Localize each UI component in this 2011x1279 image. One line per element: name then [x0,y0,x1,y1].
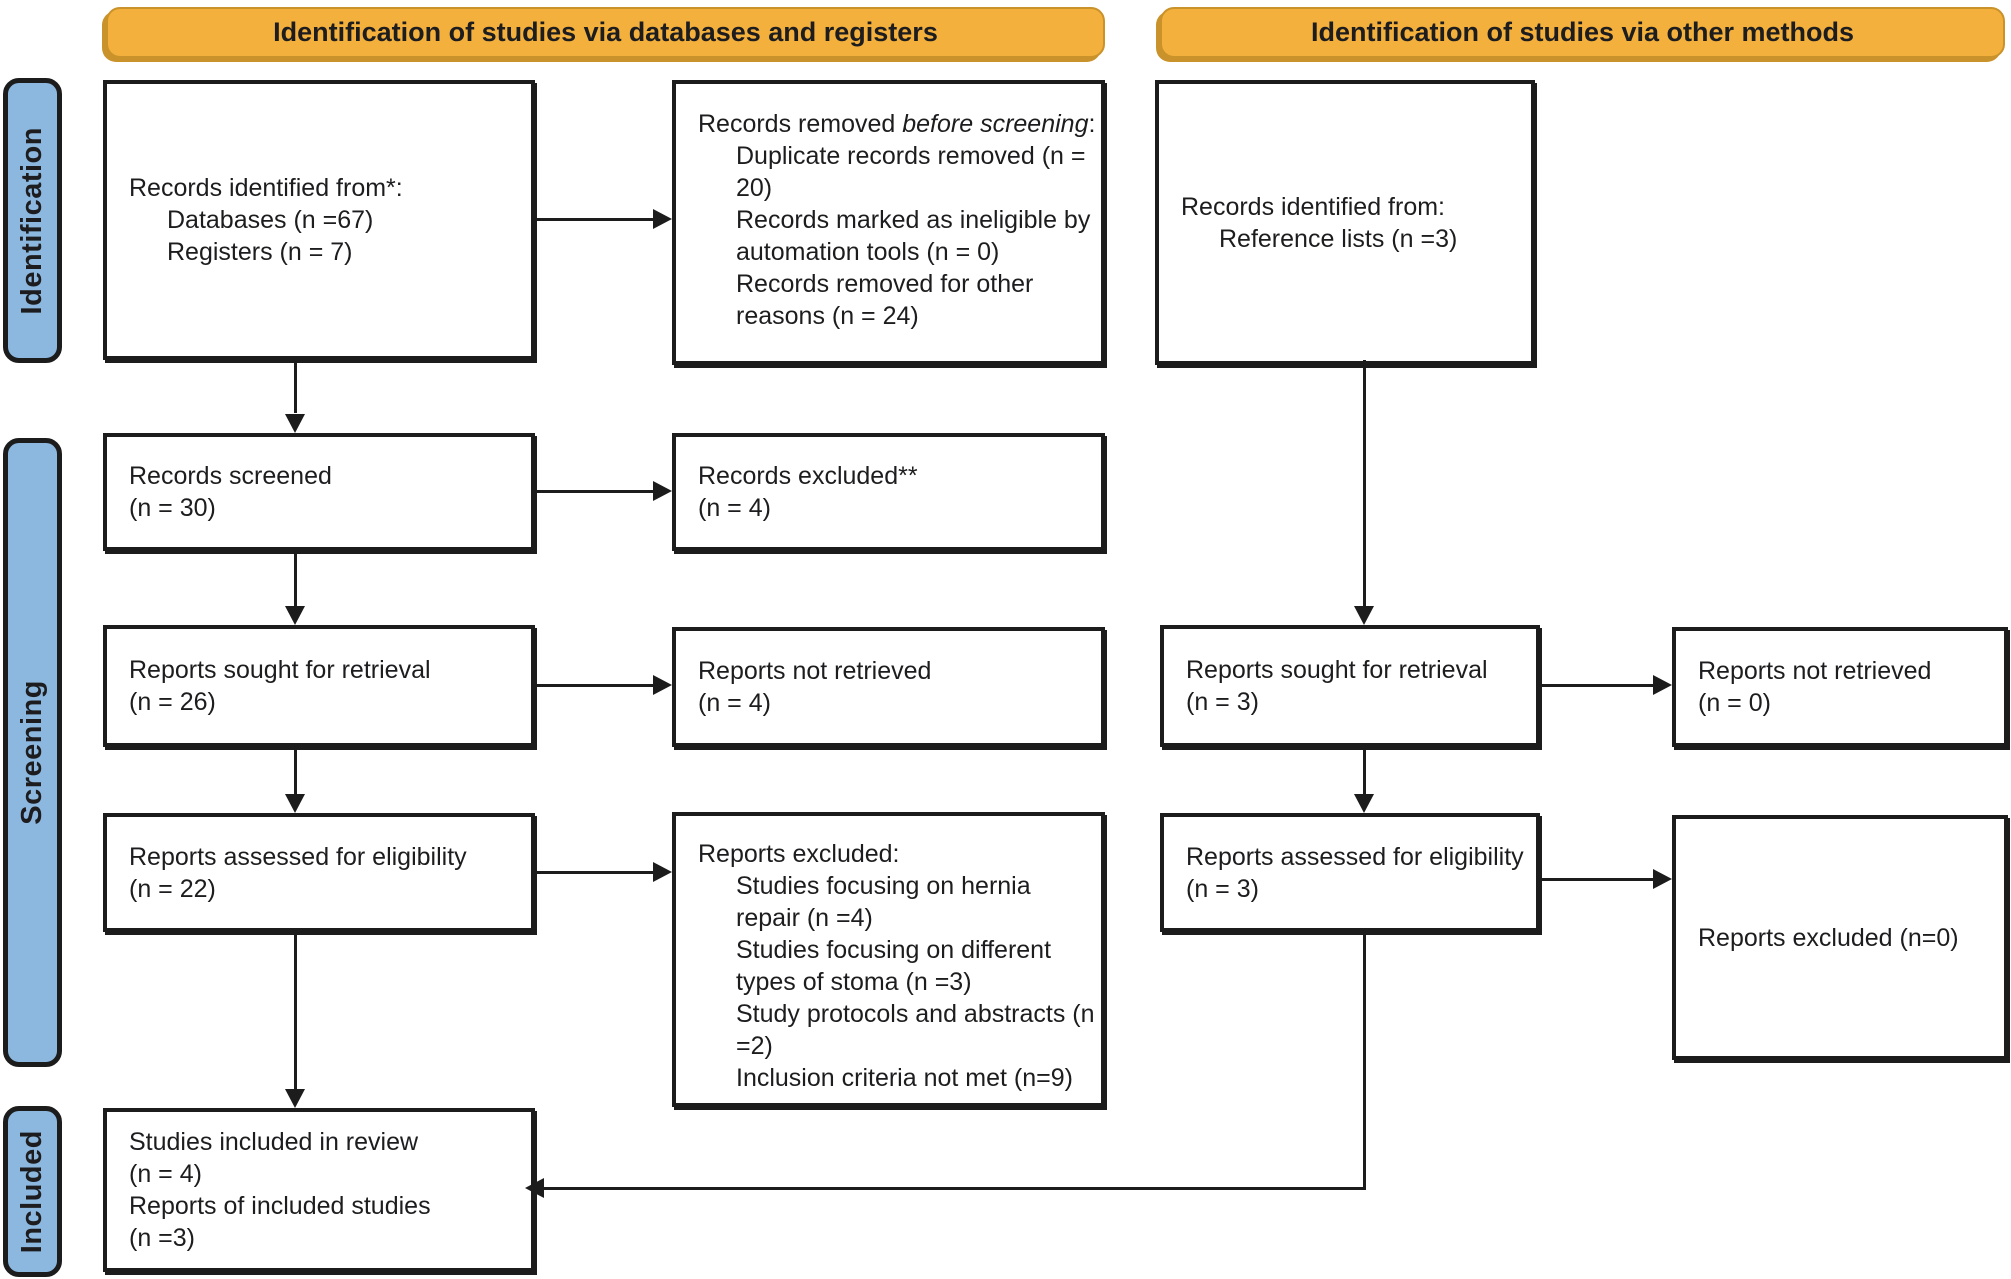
arrow-line [1363,932,1366,1190]
stage-label-screening-text: Screening [16,680,48,825]
box-reports-sought-other: Reports sought for retrieval (n = 3) [1160,625,1540,747]
arrow-line [294,551,297,606]
box-line: Records identified from*: [129,174,403,202]
box-line: Inclusion criteria not met (n=9) [736,1064,1073,1092]
box-line: Records removed before screening: [698,110,1096,138]
box-line: Reports of included studies [129,1192,431,1220]
stage-label-screening: Screening [3,438,62,1067]
box-studies-included: Studies included in review (n = 4) Repor… [103,1108,535,1272]
arrowhead-down [285,414,305,433]
arrow-line [294,747,297,794]
box-line: (n = 30) [129,494,216,522]
box-line: (n = 3) [1186,874,1259,903]
arrow-line [535,684,653,687]
arrowhead-right [653,481,672,501]
box-line: Reports assessed for eligibility [1186,842,1524,871]
box-line: Studies included in review [129,1128,419,1156]
box-line: Reports excluded (n=0) [1698,923,1959,952]
arrowhead-down [285,606,305,625]
box-line: Reports assessed for eligibility [129,842,467,871]
arrowhead-right [653,675,672,695]
box-records-identified-other: Records identified from: Reference lists… [1155,80,1535,365]
box-line: Reports not retrieved [698,657,932,685]
box-reports-sought-databases: Reports sought for retrieval (n = 26) [103,625,535,747]
arrow-line [535,490,653,493]
box-line: Studies focusing on hernia repair (n =4) [736,872,1031,932]
arrowhead-down [1354,794,1374,813]
stage-label-included: Included [3,1106,62,1277]
box-line: Records screened [129,462,332,490]
box-line: Study protocols and abstracts (n =2) [736,1000,1095,1060]
arrowhead-down [285,1089,305,1108]
box-reports-assessed-other: Reports assessed for eligibility (n = 3) [1160,813,1540,932]
arrow-line [1363,747,1366,794]
arrow-line [535,218,653,221]
box-records-identified-databases: Records identified from*: Databases (n =… [103,80,535,360]
arrowhead-down [1354,606,1374,625]
box-reports-assessed-databases: Reports assessed for eligibility (n = 22… [103,813,535,932]
arrow-line [294,360,297,413]
box-line: Reports excluded: [698,840,900,868]
box-line: (n = 26) [129,688,216,716]
box-records-excluded: Records excluded** (n = 4) [672,433,1105,551]
box-line: Reports sought for retrieval [129,656,431,684]
box-line: Reference lists (n =3) [1219,224,1458,253]
header-databases-registers: Identification of studies via databases … [106,7,1105,58]
arrow-line [1540,878,1653,881]
arrow-line [294,932,297,1089]
box-reports-not-retrieved-other: Reports not retrieved (n = 0) [1672,627,2008,747]
stage-label-identification: Identification [3,78,62,363]
box-line: Reports not retrieved [1698,657,1932,685]
box-line: (n = 3) [1186,688,1259,716]
arrowhead-down [285,794,305,813]
box-line: (n = 4) [129,1160,202,1188]
arrowhead-right [653,862,672,882]
box-line: Duplicate records removed (n = 20) [736,142,1086,202]
box-line: Registers (n = 7) [167,238,353,266]
box-line: Records removed for other reasons (n = 2… [736,270,1034,330]
box-reports-excluded-databases: Reports excluded: Studies focusing on he… [672,812,1105,1107]
arrowhead-left [525,1178,544,1198]
arrowhead-right [1653,675,1672,695]
stage-label-identification-text: Identification [16,126,48,315]
box-line: Records excluded** [698,462,918,490]
box-records-screened: Records screened (n = 30) [103,433,535,551]
box-line: (n = 0) [1698,689,1771,717]
box-line: Databases (n =67) [167,206,374,234]
box-line: Studies focusing on different types of s… [736,936,1052,996]
box-records-removed-before-screening: Records removed before screening: Duplic… [672,80,1105,365]
box-line: (n =3) [129,1224,196,1252]
box-line: (n = 4) [698,494,771,522]
arrowhead-right [653,209,672,229]
stage-label-included-text: Included [16,1129,48,1254]
header-other-methods: Identification of studies via other meth… [1160,7,2005,58]
box-line: (n = 4) [698,689,771,717]
arrowhead-right [1653,869,1672,889]
arrow-line [1363,360,1366,606]
box-reports-excluded-other: Reports excluded (n=0) [1672,815,2008,1060]
arrow-line [544,1187,1366,1190]
arrow-line [1540,684,1653,687]
box-line: Reports sought for retrieval [1186,656,1488,684]
box-line: Records identified from: [1181,192,1446,221]
arrow-line [535,871,653,874]
box-line: (n = 22) [129,874,216,903]
box-reports-not-retrieved-databases: Reports not retrieved (n = 4) [672,627,1105,747]
box-line: Records marked as ineligible by automati… [736,206,1091,266]
